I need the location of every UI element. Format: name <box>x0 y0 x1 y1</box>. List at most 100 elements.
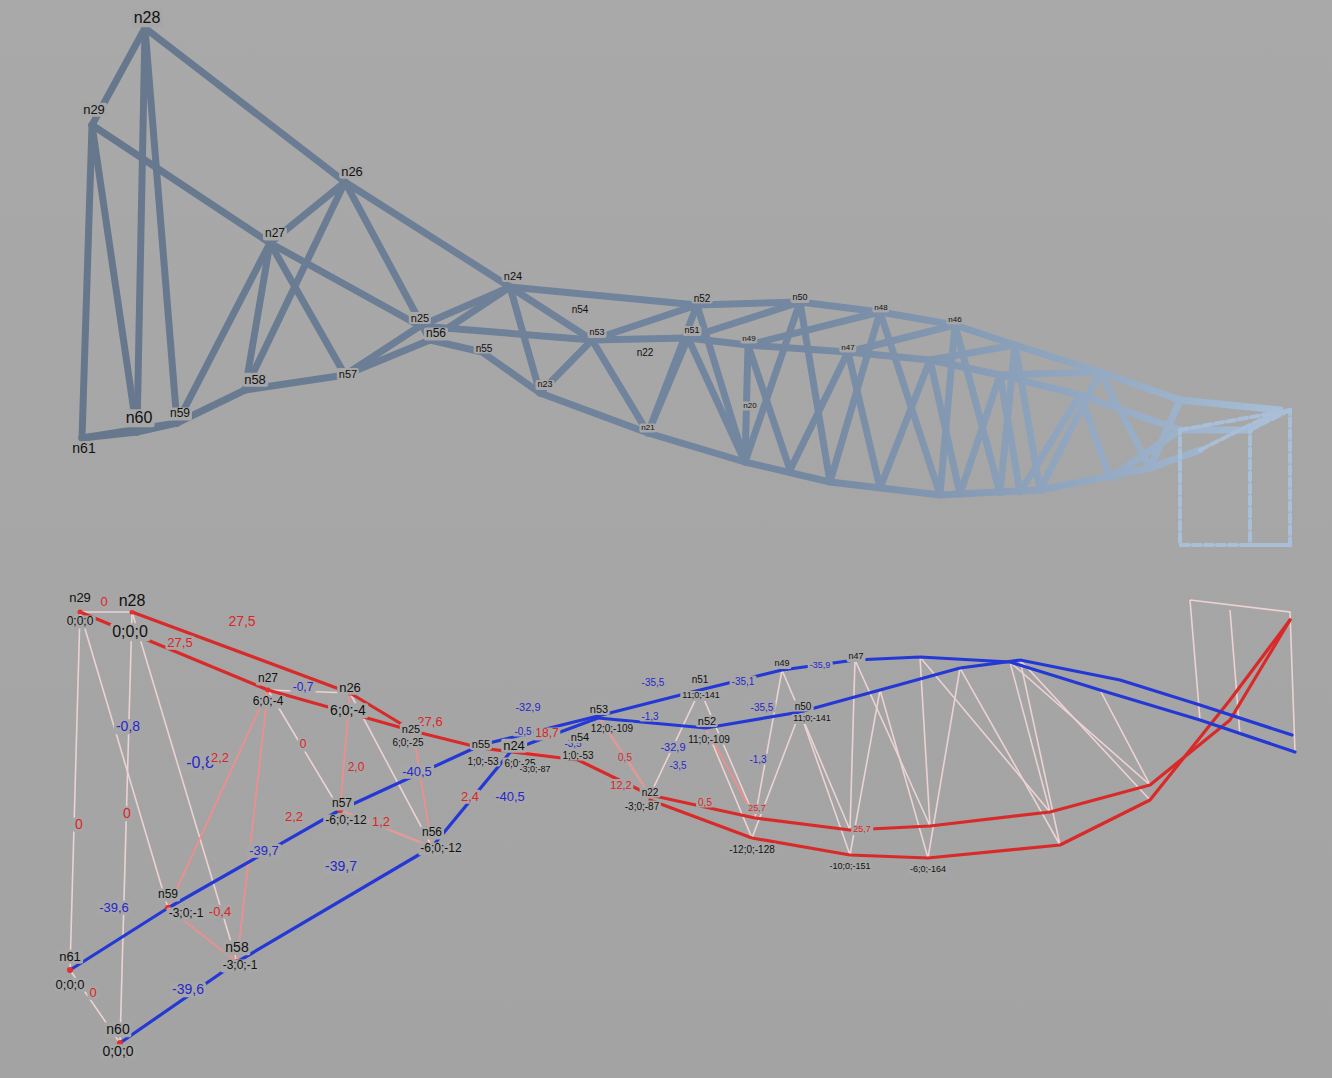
tension-force: 25,7 <box>851 825 873 835</box>
joint-name: n51 <box>682 326 701 336</box>
displacement-value: 6;0;-4 <box>328 703 368 718</box>
rendered-truss-part <box>592 305 697 340</box>
joint-dots <box>67 610 435 1047</box>
compression-force: -39,6 <box>97 901 131 915</box>
displacement-value: 0;0;0 <box>100 1044 135 1059</box>
compression-force: -40,5 <box>400 765 434 779</box>
joint-name: n21 <box>639 424 656 433</box>
compression-force: -0,7 <box>291 681 316 694</box>
joint-name: n60 <box>104 1022 131 1037</box>
web-members-part <box>598 657 1150 830</box>
joint-name: n52 <box>696 715 718 727</box>
rendered-truss-part <box>245 182 345 390</box>
compression-force: -1,3 <box>639 711 660 722</box>
rendered-truss-part <box>510 287 592 340</box>
tension-chords-part <box>650 620 1290 858</box>
rendered-truss-end-frame-part <box>1250 410 1290 430</box>
displacement-value: -3;0;-1 <box>167 907 206 920</box>
displacement-value: 0;0;0 <box>110 623 150 641</box>
web-members-part <box>132 612 237 962</box>
rendered-truss-part <box>1000 372 1100 375</box>
tension-chords-part <box>80 612 413 731</box>
joint-name: n52 <box>692 293 713 304</box>
joint-name: n29 <box>81 103 107 117</box>
compression-chords-part <box>70 657 1295 970</box>
displacement-value: 11;0;-141 <box>680 691 721 701</box>
rendered-truss-part <box>748 312 880 345</box>
compression-force: -39,7 <box>247 844 281 858</box>
displacement-value: 11;0;-141 <box>791 714 832 724</box>
tension-force: 0 <box>98 595 109 609</box>
joint-name: n49 <box>740 335 757 344</box>
web-members-part <box>70 612 80 970</box>
rendered-truss-part <box>137 28 145 432</box>
displacement-value: 1;0;-53 <box>560 750 595 761</box>
joint-name: n55 <box>470 738 492 750</box>
rendered-truss-part <box>930 345 1015 360</box>
tension-force: 2,2 <box>283 810 305 824</box>
tension-force: 1,2 <box>370 815 392 829</box>
tension-force: 0 <box>87 986 98 1000</box>
displacement-value: 1;0;-53 <box>465 756 500 767</box>
rendered-truss-part <box>420 287 510 326</box>
joint-name: n49 <box>772 659 791 669</box>
tension-force: 0 <box>298 738 309 751</box>
web-members <box>70 600 1295 1043</box>
web-members-part <box>80 612 168 908</box>
joint-dots-part <box>67 967 73 973</box>
joint-name: n61 <box>57 950 83 964</box>
joint-name: n53 <box>588 703 610 715</box>
joint-dots-part <box>130 610 135 615</box>
joint-name: n46 <box>946 316 963 325</box>
compression-force: -39,7 <box>323 859 359 874</box>
displacement-value: -6;0;-12 <box>418 842 463 855</box>
joint-name: n24 <box>502 270 524 282</box>
compression-force: -39,6 <box>170 982 206 997</box>
tension-force: 2,0 <box>346 761 367 774</box>
rendered-truss-part <box>145 28 177 423</box>
tension-force: 0 <box>121 806 133 821</box>
compression-chords <box>70 657 1295 1043</box>
joint-name: n55 <box>474 343 495 354</box>
joint-name: n58 <box>223 940 250 955</box>
tension-force: 0 <box>73 817 85 832</box>
joint-name: n26 <box>337 681 363 695</box>
joint-name: n56 <box>424 327 448 340</box>
web-members-part <box>80 611 132 613</box>
joint-name: n22 <box>635 347 656 358</box>
joint-name: n47 <box>846 652 865 662</box>
tension-force: 25,7 <box>746 804 768 814</box>
displacement-value: 0;0;0 <box>65 615 96 628</box>
joint-name: n58 <box>242 373 268 387</box>
tension-force: 12,2 <box>608 779 633 791</box>
displacement-value: -10;0;-151 <box>827 862 872 872</box>
joint-name: n28 <box>132 9 163 27</box>
joint-dots-part <box>266 688 271 693</box>
tension-force: 27,5 <box>226 614 257 629</box>
displacement-value: -3;0;-1 <box>221 959 260 972</box>
compression-force: -1,3 <box>747 754 768 765</box>
tension-force: 2,2 <box>209 751 231 765</box>
tension-force: 0,5 <box>696 797 714 808</box>
web-members-part <box>706 660 1150 858</box>
joint-name: n51 <box>690 674 711 685</box>
joint-name: n48 <box>872 304 889 313</box>
joint-name: n26 <box>339 165 365 179</box>
joint-name: n53 <box>587 328 606 338</box>
rendered-truss-part <box>82 432 137 438</box>
tension-chords <box>80 612 1290 858</box>
joint-name: n54 <box>569 731 591 743</box>
compression-force: -32,9 <box>658 741 687 753</box>
displacement-value: 0;0;0 <box>54 978 87 992</box>
compression-force: -40,5 <box>493 790 527 804</box>
displacement-value: 6;0;-4 <box>251 695 286 708</box>
displacement-value: 12;0;-109 <box>589 723 635 734</box>
loaded-web-members <box>168 690 755 962</box>
rendered-truss-end-frame <box>1180 410 1290 545</box>
rendered-truss <box>82 28 1280 495</box>
compression-force: -35,5 <box>749 702 776 713</box>
joint-name: n28 <box>117 592 148 610</box>
displacement-value: -3;0;-87 <box>517 765 552 775</box>
displacement-value: -12;0;-128 <box>727 844 777 855</box>
joint-name: n24 <box>501 739 527 753</box>
